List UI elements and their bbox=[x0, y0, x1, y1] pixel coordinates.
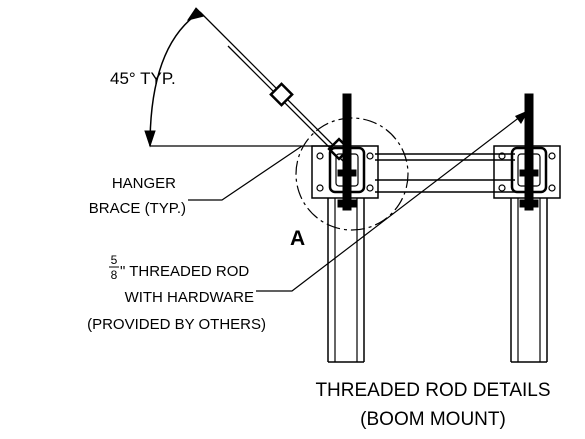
leader-lines bbox=[188, 109, 530, 292]
threaded-rod-label-line3: (PROVIDED BY OTHERS) bbox=[87, 316, 266, 333]
detail-circle bbox=[295, 117, 409, 231]
detail-marker-label: A bbox=[290, 227, 305, 250]
hanger-brace-label-line1: HANGER bbox=[112, 175, 176, 192]
hanger-brace bbox=[199, 11, 351, 164]
threaded-rod-label-line1: " THREADED ROD bbox=[120, 263, 249, 280]
hanger-brace-label-line2: BRACE (TYP.) bbox=[89, 200, 186, 217]
boom-tube bbox=[375, 153, 515, 193]
rod-fraction-denominator: 8 bbox=[111, 268, 118, 282]
detail-title-line2: (BOOM MOUNT) bbox=[360, 409, 506, 430]
angle-label: 45° TYP. bbox=[110, 69, 176, 88]
threaded-rod-label-line2: WITH HARDWARE bbox=[125, 289, 254, 306]
right-mount bbox=[493, 93, 561, 363]
threaded-rod-leader-arrow bbox=[515, 110, 529, 124]
rod-fraction-numerator: 5 bbox=[111, 253, 118, 267]
detail-title-line1: THREADED ROD DETAILS bbox=[315, 380, 550, 401]
left-mount bbox=[311, 93, 379, 363]
